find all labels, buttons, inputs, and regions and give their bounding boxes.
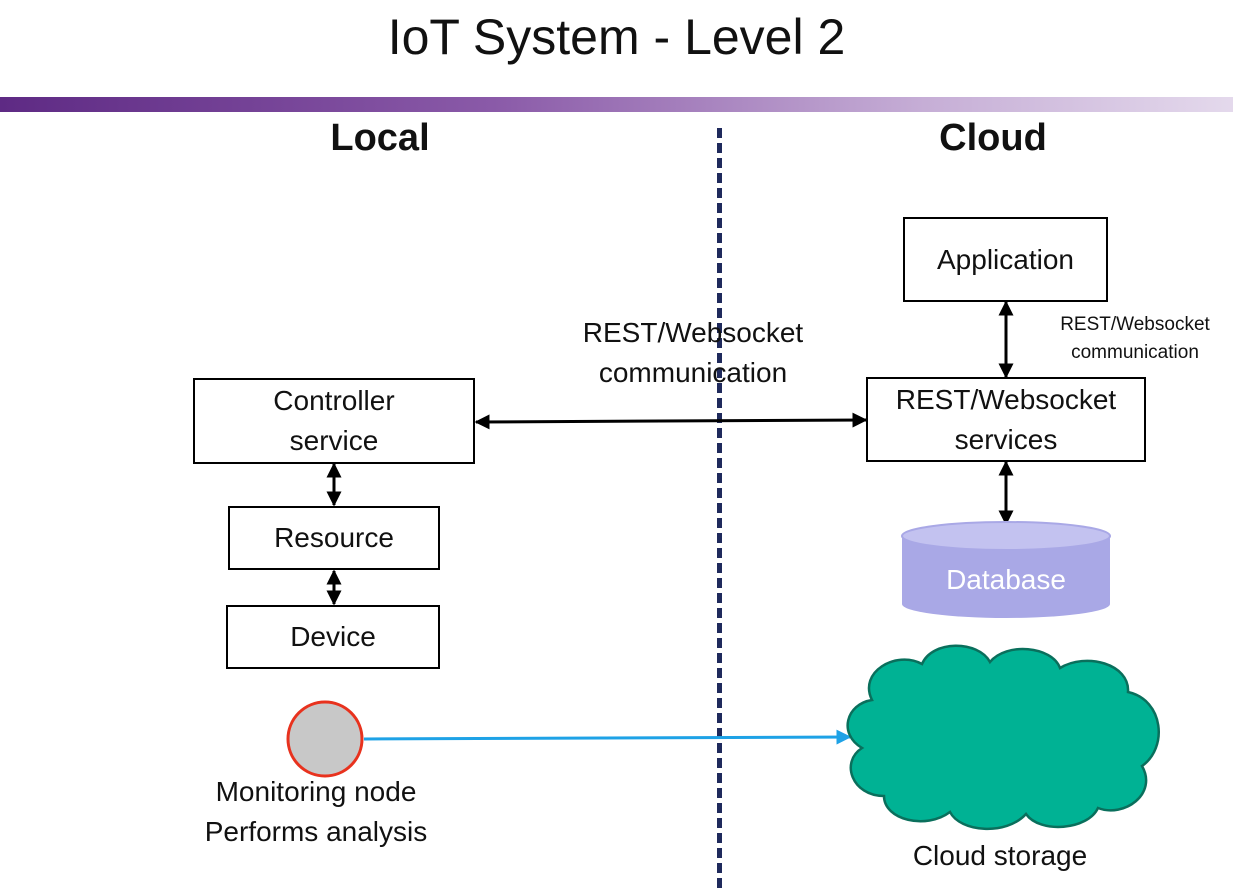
application-label: Application bbox=[937, 243, 1074, 275]
page-title: IoT System - Level 2 bbox=[387, 9, 846, 65]
monitoring-label-line2: Performs analysis bbox=[204, 816, 428, 847]
monitoring-node-circle bbox=[286, 700, 364, 778]
services-label-line1: REST/Websocket bbox=[895, 383, 1117, 415]
app-link-label-line2: communication bbox=[1071, 342, 1199, 363]
title-divider-bar bbox=[0, 97, 1233, 112]
controller-services-link bbox=[474, 412, 868, 430]
monitoring-storage-link bbox=[363, 729, 852, 745]
monitoring-node-label: Monitoring node Performs analysis bbox=[166, 772, 466, 852]
cloud-storage-label: Cloud storage bbox=[912, 840, 1088, 871]
communication-label-line2: communication bbox=[598, 357, 788, 388]
monitoring-label-line1: Monitoring node bbox=[215, 776, 417, 807]
resource-label: Resource bbox=[274, 522, 394, 553]
app-link-label: REST/Websocket communication bbox=[1040, 311, 1230, 367]
database-cylinder bbox=[901, 521, 1111, 618]
database-label: Database bbox=[946, 564, 1066, 595]
app-link-label-line1: REST/Websocket bbox=[1060, 314, 1210, 335]
application-box: Application bbox=[903, 217, 1108, 302]
controller-label-line1: Controller bbox=[273, 385, 395, 416]
device-label: Device bbox=[290, 621, 376, 652]
resource-box: Resource bbox=[228, 506, 440, 570]
local-cloud-divider bbox=[717, 128, 722, 888]
local-heading: Local bbox=[330, 117, 430, 159]
controller-label-line2: service bbox=[289, 425, 379, 456]
services-label-line2: services bbox=[954, 423, 1058, 455]
communication-label-line1: REST/Websocket bbox=[582, 317, 804, 348]
rest-websocket-services-box: REST/Websocket services bbox=[866, 377, 1146, 462]
device-box: Device bbox=[226, 605, 440, 669]
cloud-storage-shape bbox=[846, 644, 1160, 830]
communication-label: REST/Websocket communication bbox=[548, 313, 838, 393]
cloud-heading: Cloud bbox=[939, 117, 1047, 159]
controller-service-box: Controller service bbox=[193, 378, 475, 464]
